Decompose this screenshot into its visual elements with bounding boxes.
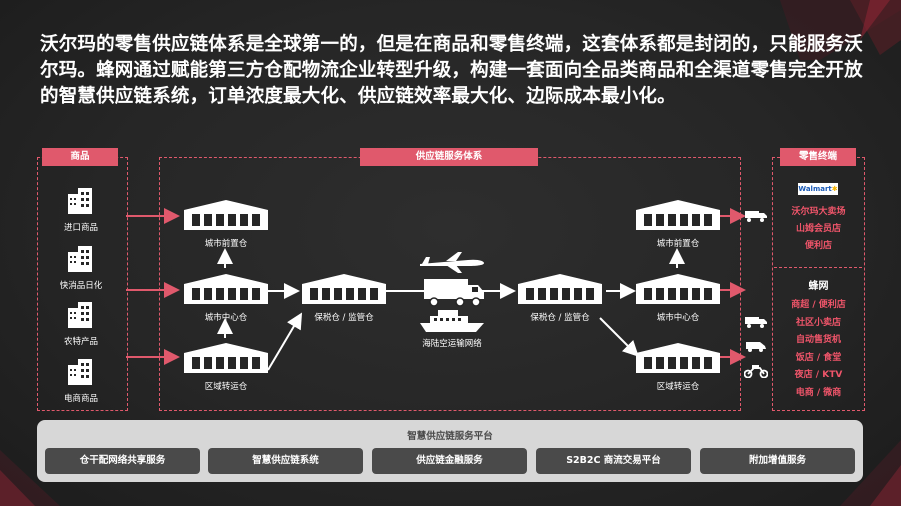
retail-item: 自动售货机 bbox=[795, 335, 841, 345]
retail-item: 电商 / 微商 bbox=[795, 387, 842, 398]
small-truck-icon bbox=[745, 211, 767, 222]
warehouse-icon bbox=[636, 274, 720, 304]
walmart-logo: Walmart✱ bbox=[798, 183, 838, 195]
warehouse-label: 城市中心仓 bbox=[656, 313, 700, 323]
warehouse-icon bbox=[636, 200, 720, 230]
warehouse-label: 城市前置仓 bbox=[204, 239, 248, 249]
warehouse-label: 区域转运仓 bbox=[204, 382, 248, 392]
warehouse-label: 城市前置仓 bbox=[656, 239, 700, 249]
goods-item-agri: 农特产品 bbox=[41, 300, 121, 347]
goods-item-label: 农特产品 bbox=[63, 337, 98, 347]
platform-title: 智慧供应链服务平台 bbox=[407, 431, 493, 442]
warehouse-regional-left: 区域转运仓 bbox=[182, 341, 270, 392]
warehouse-label: 保税仓 / 监管仓 bbox=[314, 313, 374, 323]
retail-item: 山姆会员店 bbox=[795, 224, 841, 234]
warehouse-label: 区域转运仓 bbox=[656, 382, 700, 392]
warehouse-icon bbox=[636, 343, 720, 373]
building-icon bbox=[68, 302, 92, 328]
warehouse-city-front-right: 城市前置仓 bbox=[634, 198, 722, 249]
scooter-icon bbox=[744, 365, 768, 378]
fengwang-group: 商超 / 便利店 社区小卖店 自动售货机 饭店 / 食堂 夜店 / KTV 电商… bbox=[774, 297, 863, 402]
retail-tag: 零售终端 bbox=[780, 148, 856, 166]
goods-item-label: 快消品日化 bbox=[59, 281, 103, 291]
warehouse-icon bbox=[184, 343, 268, 373]
warehouse-city-center-left: 城市中心仓 bbox=[182, 272, 270, 323]
platform-button-smart-system[interactable]: 智慧供应链系统 bbox=[208, 448, 363, 474]
platform-button-value-added[interactable]: 附加增值服务 bbox=[700, 448, 855, 474]
retail-item: 便利店 bbox=[804, 241, 832, 251]
goods-item-imported: 进口商品 bbox=[41, 186, 121, 233]
van-icon bbox=[746, 342, 766, 352]
building-icon bbox=[68, 359, 92, 385]
goods-item-ecommerce: 电商商品 bbox=[41, 357, 121, 404]
platform-button-finance[interactable]: 供应链金融服务 bbox=[372, 448, 527, 474]
warehouse-icon bbox=[518, 274, 602, 304]
warehouse-label: 保税仓 / 监管仓 bbox=[530, 313, 590, 323]
warehouse-city-center-right: 城市中心仓 bbox=[634, 272, 722, 323]
retail-divider bbox=[774, 267, 862, 268]
retail-item: 饭店 / 食堂 bbox=[795, 352, 842, 363]
platform-panel: 智慧供应链服务平台 仓干配网络共享服务 智慧供应链系统 供应链金融服务 S2B2… bbox=[37, 420, 863, 482]
warehouse-bonded-right: 保税仓 / 监管仓 bbox=[516, 272, 604, 323]
warehouse-icon bbox=[302, 274, 386, 304]
fengwang-title: 蜂网 bbox=[808, 281, 829, 292]
retail-item: 商超 / 便利店 bbox=[791, 300, 846, 310]
transport-network-label: 海陆空运输网络 bbox=[422, 339, 482, 349]
warehouse-city-front-left: 城市前置仓 bbox=[182, 198, 270, 249]
warehouse-icon bbox=[184, 274, 268, 304]
retail-item: 夜店 / KTV bbox=[794, 370, 843, 380]
building-icon bbox=[68, 188, 92, 214]
service-tag: 供应链服务体系 bbox=[360, 148, 538, 166]
goods-item-label: 进口商品 bbox=[63, 223, 98, 233]
retail-item: 沃尔玛大卖场 bbox=[791, 207, 846, 217]
small-truck-icon bbox=[745, 317, 767, 328]
goods-item-label: 电商商品 bbox=[63, 394, 98, 404]
building-icon bbox=[68, 246, 92, 272]
walmart-logo-text: Walmart bbox=[798, 185, 832, 193]
walmart-spark-icon: ✱ bbox=[831, 185, 838, 193]
goods-tag: 商品 bbox=[42, 148, 118, 166]
headline: 沃尔玛的零售供应链体系是全球第一的，但是在商品和零售终端，这套体系都是封闭的，只… bbox=[40, 34, 863, 107]
walmart-group: 沃尔玛大卖场 山姆会员店 便利店 bbox=[774, 204, 863, 255]
warehouse-bonded-left: 保税仓 / 监管仓 bbox=[300, 272, 388, 323]
warehouse-icon bbox=[184, 200, 268, 230]
warehouse-label: 城市中心仓 bbox=[204, 313, 248, 323]
warehouse-regional-right: 区域转运仓 bbox=[634, 341, 722, 392]
platform-button-s2b2c[interactable]: S2B2C 商流交易平台 bbox=[536, 448, 691, 474]
goods-item-fmcg: 快消品日化 bbox=[41, 244, 121, 291]
platform-button-network-sharing[interactable]: 仓干配网络共享服务 bbox=[45, 448, 200, 474]
retail-item: 社区小卖店 bbox=[795, 317, 841, 328]
